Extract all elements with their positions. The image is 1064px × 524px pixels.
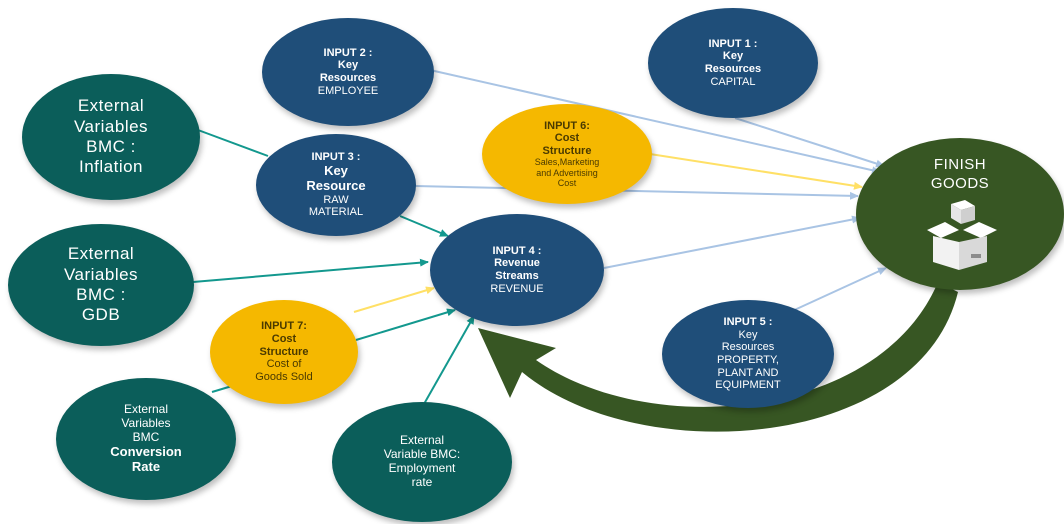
input7-line1: Cost (271, 333, 297, 346)
connector-input1-finish (734, 117, 885, 168)
input4-line2: Streams (495, 270, 539, 282)
input3-node: INPUT 3 : Key Resource RAW MATERIAL (256, 134, 416, 236)
ext-gdb-line4: GDB (81, 305, 121, 325)
input6-line1: Cost (554, 132, 580, 145)
input4-line1: Revenue (494, 257, 540, 270)
connector-input3-finish (414, 185, 859, 200)
input5-line4: PLANT AND (717, 366, 779, 379)
input7-line4: Goods Sold (255, 370, 313, 383)
input6-line4: and Advertising (536, 167, 598, 178)
input6-title: INPUT 6: (544, 119, 590, 132)
connector-input3-input4 (399, 215, 449, 237)
input5-node: INPUT 5 : Key Resources PROPERTY, PLANT … (662, 300, 834, 408)
external-employment-node: External Variable BMC: Employment rate (332, 402, 512, 522)
ext-conversion-line4: Conversion (110, 443, 182, 459)
input7-node: INPUT 7: Cost Structure Cost of Goods So… (210, 300, 358, 404)
input1-key: Key (722, 50, 744, 63)
ext-conversion-line3: BMC (132, 429, 160, 444)
connector-inflation-input3 (197, 129, 269, 157)
finish-line2: GOODS (930, 174, 990, 192)
input2-title: INPUT 2 : (323, 46, 373, 59)
ext-gdb-line1: External (67, 244, 135, 264)
input2-item: EMPLOYEE (317, 84, 379, 97)
input1-resource: Resources (704, 63, 762, 75)
input5-line5: EQUIPMENT (715, 379, 781, 392)
input5-line2: Resources (721, 341, 775, 354)
external-inflation-node: External Variables BMC : Inflation (22, 74, 200, 200)
ext-conversion-line5: Rate (131, 458, 161, 474)
ext-inflation-line2: Variables (73, 116, 149, 136)
open-box-icon (927, 199, 997, 270)
ext-gdb-line2: Variables (63, 264, 139, 284)
ext-inflation-line4: Inflation (78, 157, 144, 177)
input1-title: INPUT 1 : (708, 37, 758, 50)
input2-resource: Resources (319, 72, 377, 84)
input5-line1: Key (738, 328, 758, 341)
input3-key: Key (324, 162, 348, 178)
connector-gdb-input4 (192, 258, 429, 283)
ext-gdb-line3: BMC : (76, 285, 126, 304)
input3-item1: RAW (323, 193, 349, 206)
input6-line5: Cost (557, 178, 577, 189)
ext-employment-line4: rate (411, 474, 433, 489)
external-conversion-node: External Variables BMC Conversion Rate (56, 378, 236, 500)
input7-line3: Cost of (266, 358, 302, 371)
ext-inflation-line3: BMC : (86, 137, 136, 156)
ext-inflation-line1: External (77, 96, 145, 116)
input3-resource: Resource (306, 177, 366, 193)
input6-node: INPUT 6: Cost Structure Sales,Marketing … (482, 104, 652, 204)
connector-input6-finish (649, 153, 863, 190)
finish-goods-node: FINISH GOODS (856, 138, 1064, 290)
connector-employment-input4 (423, 315, 475, 405)
external-gdb-node: External Variables BMC : GDB (8, 224, 194, 346)
input1-item: CAPITAL (710, 75, 756, 88)
input5-line3: PROPERTY, (717, 354, 779, 366)
ext-employment-line3: Employment (388, 461, 456, 475)
finish-line1: FINISH (933, 156, 987, 173)
ext-employment-line2: Variable BMC: (383, 447, 461, 462)
input3-title: INPUT 3 : (311, 151, 361, 164)
connector-input7-input4 (353, 286, 435, 313)
ext-employment-line1: External (399, 433, 445, 448)
ext-conversion-line1: External (123, 402, 169, 417)
input7-title: INPUT 7: (261, 320, 307, 333)
input6-line2: Structure (542, 144, 592, 157)
input5-title: INPUT 5 : (723, 316, 773, 329)
input7-line2: Structure (259, 345, 309, 358)
input2-key: Key (337, 59, 359, 72)
ext-conversion-line2: Variables (121, 416, 171, 431)
input4-title: INPUT 4 : (492, 244, 542, 257)
input4-item: REVENUE (490, 282, 544, 295)
input3-item2: MATERIAL (308, 206, 364, 219)
return-arrow (478, 282, 958, 432)
connector-input4-finish (603, 215, 861, 269)
input1-node: INPUT 1 : Key Resources CAPITAL (648, 8, 818, 118)
input4-node: INPUT 4 : Revenue Streams REVENUE (430, 214, 604, 326)
connector-input2-finish (429, 69, 881, 175)
connector-input5-finish (789, 267, 887, 313)
connector-input7-input4-teal (355, 308, 456, 341)
input2-node: INPUT 2 : Key Resources EMPLOYEE (262, 18, 434, 126)
input6-line3: Sales,Marketing (534, 157, 600, 168)
